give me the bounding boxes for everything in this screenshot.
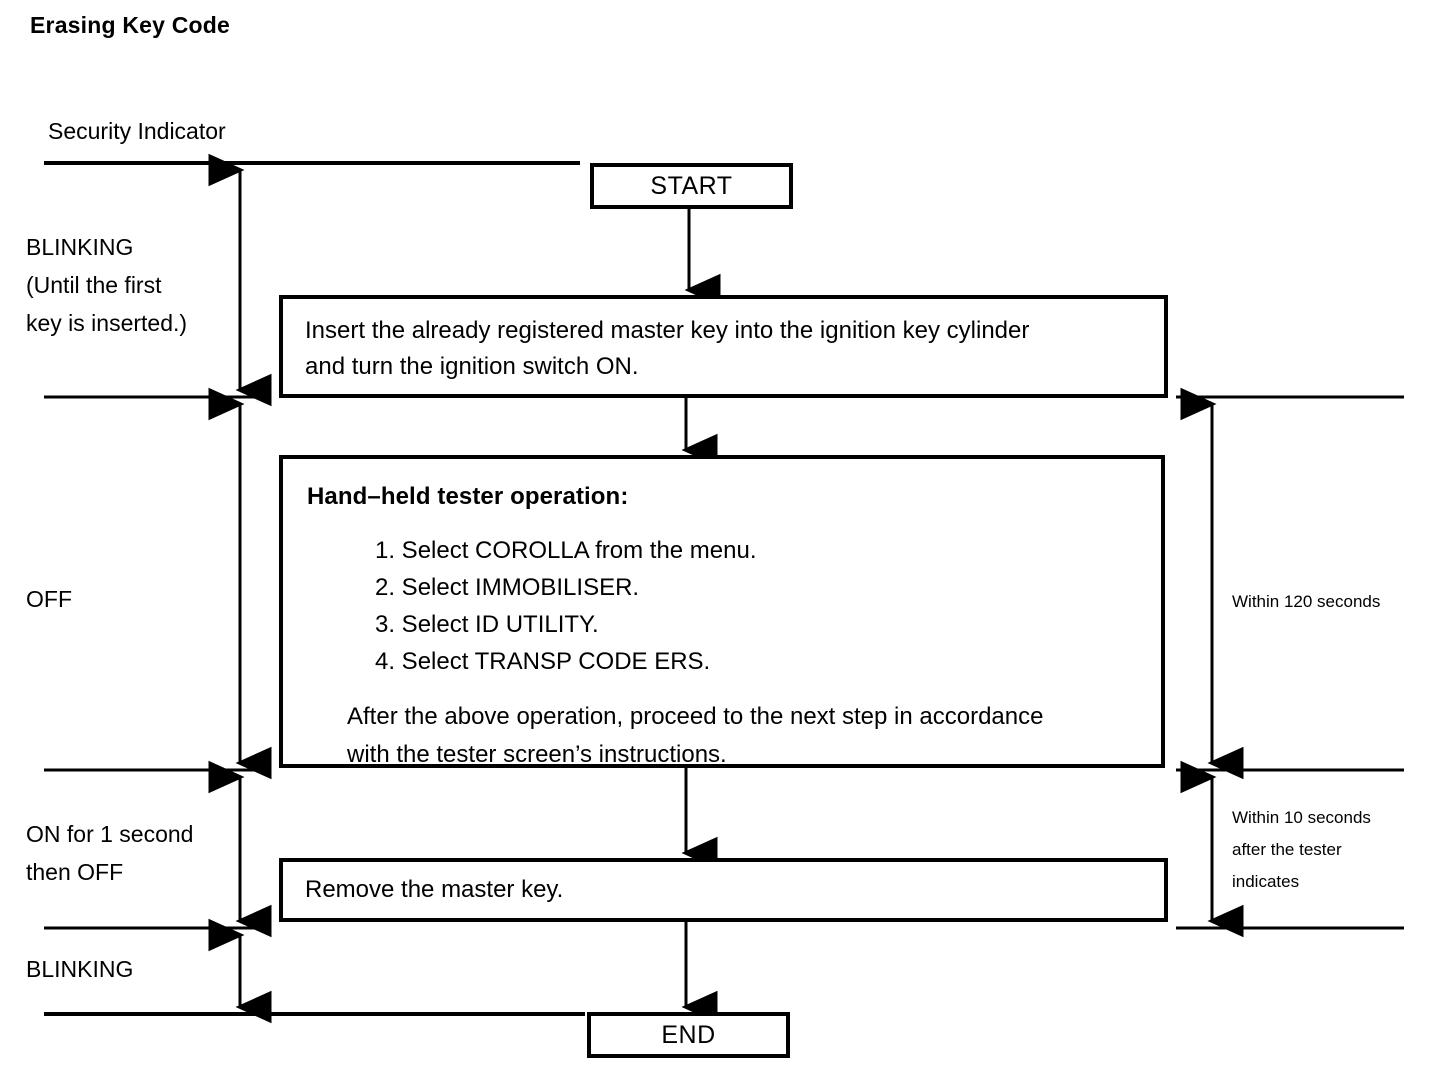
state-line: (Until the first	[26, 272, 162, 298]
tester-step-item: 4. Select TRANSP CODE ERS.	[375, 648, 711, 675]
flow-node-tester-operation: Hand–held tester operation: 1. Select CO…	[279, 455, 1165, 768]
state-line: ON for 1 second	[26, 821, 194, 847]
tester-step-item: 3. Select ID UTILITY.	[375, 611, 599, 638]
state-line: then OFF	[26, 859, 124, 885]
flow-node-insert-key: Insert the already registered master key…	[279, 295, 1168, 398]
state-line: OFF	[26, 586, 72, 612]
state-label-blinking-first-key: BLINKING (Until the first key is inserte…	[26, 228, 187, 342]
flow-node-remove-master-key: Remove the master key.	[279, 858, 1168, 922]
state-line: key is inserted.)	[26, 310, 188, 336]
state-label-on-one-second-then-off: ON for 1 second then OFF	[26, 815, 193, 891]
page-title: Erasing Key Code	[30, 12, 231, 38]
tester-step-item: 2. Select IMMOBILISER.	[375, 574, 640, 601]
tester-operation-heading: Hand–held tester operation:	[307, 483, 629, 510]
flow-node-end: END	[587, 1012, 790, 1058]
note-line: After the above operation, proceed to th…	[347, 703, 1044, 730]
timing-label-within-10-seconds: Within 10 seconds after the tester indic…	[1232, 802, 1371, 898]
state-label-off: OFF	[26, 580, 72, 618]
timing-line: Within 120 seconds	[1232, 592, 1381, 611]
tester-operation-step-list: 1. Select COROLLA from the menu. 2. Sele…	[307, 532, 1137, 680]
step-line: Remove the master key.	[305, 876, 564, 903]
security-indicator-caption: Security Indicator	[48, 118, 226, 144]
tester-operation-note: After the above operation, proceed to th…	[307, 698, 1137, 774]
note-line: with the tester screen’s instructions.	[347, 741, 727, 768]
timing-label-within-120-seconds: Within 120 seconds	[1232, 586, 1380, 618]
step-line: Insert the already registered master key…	[305, 317, 1030, 344]
timing-line: Within 10 seconds	[1232, 808, 1371, 827]
tester-step-item: 1. Select COROLLA from the menu.	[375, 537, 757, 564]
state-line: BLINKING	[26, 234, 134, 260]
flow-node-start: START	[590, 163, 793, 209]
timing-line: after the tester	[1232, 840, 1342, 859]
state-line: BLINKING	[26, 956, 134, 982]
timing-line: indicates	[1232, 872, 1300, 891]
state-label-blinking-final: BLINKING	[26, 950, 133, 988]
step-line: and turn the ignition switch ON.	[305, 353, 639, 380]
